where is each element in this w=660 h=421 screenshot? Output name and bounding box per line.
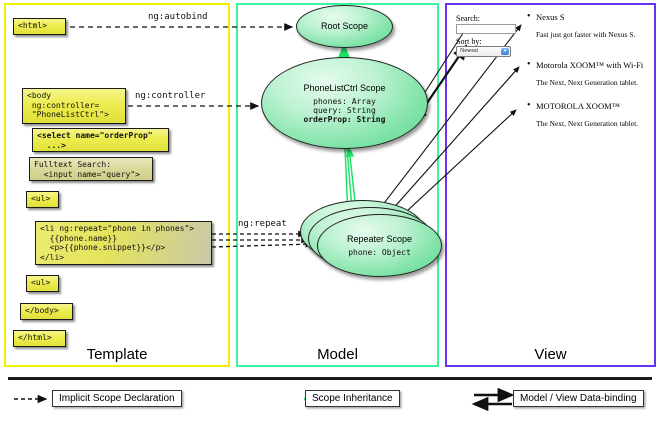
panel-template-label: Template <box>86 346 148 363</box>
panel-view-label: View <box>534 346 567 363</box>
label-ng-repeat: ng:repeat <box>238 219 287 229</box>
phone-name-1[interactable]: Motorola XOOM™ with Wi-Fi <box>527 59 643 70</box>
panel-model-label: Model <box>317 346 358 363</box>
phone-name-2[interactable]: MOTOROLA XOOM™ <box>527 100 620 111</box>
legend-item-implicit-scope-declaration: Implicit Scope Declaration <box>52 390 182 407</box>
sort-by-select[interactable]: Newest ▾ <box>456 46 511 57</box>
view-search-label: Search: <box>456 14 480 23</box>
code-box-body-controller: <body ng:controller= "PhoneListCtrl"> <box>22 88 126 124</box>
scope-phonelistctrl: PhoneListCtrl Scope phones: Array query:… <box>261 57 428 149</box>
panel-view: View <box>445 3 656 367</box>
phone-name-0[interactable]: Nexus S <box>527 11 564 22</box>
phone-snippet-0: Fast just got faster with Nexus S. <box>536 30 636 39</box>
legend: Implicit Scope Declaration Scope Inherit… <box>0 377 660 421</box>
legend-divider <box>8 377 652 380</box>
scope-repeater: Repeater Scope phone: Object <box>317 214 442 277</box>
legend-item-scope-inheritance: Scope Inheritance <box>305 390 400 407</box>
chevron-updown-icon: ▾ <box>501 48 509 55</box>
label-ng-controller: ng:controller <box>135 91 206 101</box>
view-sort-label: Sort by: <box>456 37 482 46</box>
scope-root-title: Root Scope <box>320 21 369 31</box>
scope-phonelistctrl-props-bold: orderProp: String <box>303 114 386 124</box>
code-box-li-ng-repeat: <li ng:repeat="phone in phones"> {{phone… <box>35 221 212 265</box>
code-box-ul-close: <ul> <box>26 275 59 292</box>
scope-phonelistctrl-props: phones: Array query: String orderProp: S… <box>304 97 386 124</box>
label-ng-autobind: ng:autobind <box>148 12 208 22</box>
phone-snippet-2: The Next, Next Generation tablet. <box>536 119 639 128</box>
scope-repeater-title: Repeater Scope <box>346 234 413 244</box>
phone-snippet-1: The Next, Next Generation tablet. <box>536 78 639 87</box>
code-box-body-close: </body> <box>20 303 73 320</box>
code-box-html-open: <html> <box>13 18 66 35</box>
code-box-ul-open: <ul> <box>26 191 59 208</box>
code-box-html-close: </html> <box>13 330 66 347</box>
scope-repeater-props: phone: Object <box>348 248 411 257</box>
scope-phonelistctrl-props-plain: phones: Array query: String <box>313 96 376 115</box>
legend-item-model-view-data-binding: Model / View Data-binding <box>513 390 644 407</box>
code-box-select-orderprop: <select name="orderProp" ...> <box>32 128 169 152</box>
scope-phonelistctrl-title: PhoneListCtrl Scope <box>303 82 386 93</box>
scope-root: Root Scope <box>296 5 393 48</box>
sort-by-selected-value: Newest <box>460 48 478 54</box>
search-input[interactable] <box>456 24 516 34</box>
code-box-fulltext-search: Fulltext Search: <input name="query"> <box>29 157 153 181</box>
